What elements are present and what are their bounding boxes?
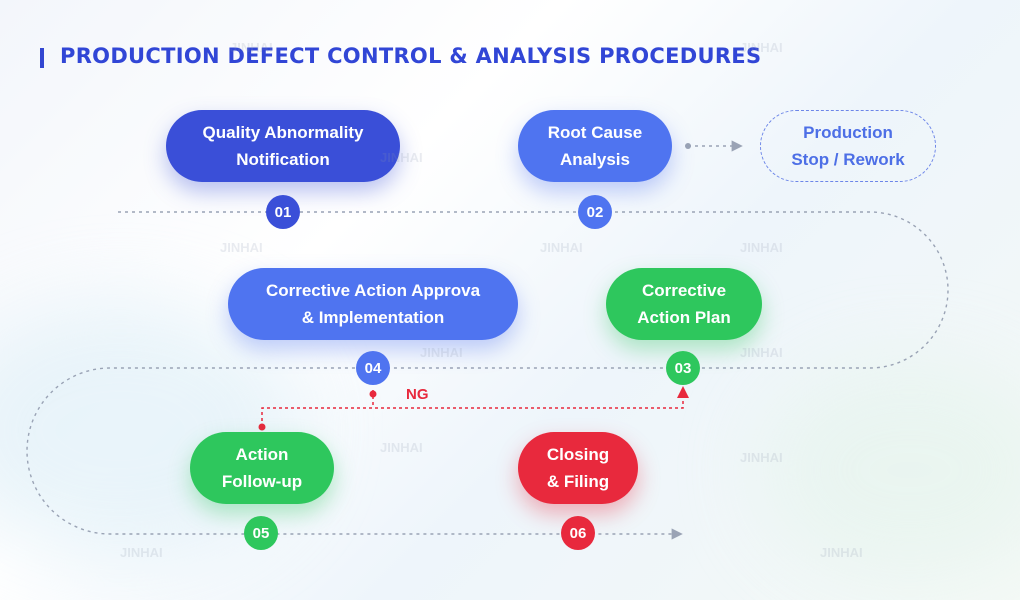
production-stop-line2: Stop / Rework [791,150,905,169]
watermark: JINHAI [220,240,263,255]
step-06-box: Closing & Filing [518,432,638,504]
watermark: JINHAI [120,545,163,560]
step-03-line2: Action Plan [637,308,731,327]
step-06-line1: Closing [546,445,610,464]
ng-dot-bottom [258,423,266,431]
step-04-line1: Corrective Action Approva [265,281,481,300]
step-03-badge: 03 [666,351,700,385]
step-04-line2: & Implementation [301,308,445,327]
step-04-badge: 04 [356,351,390,385]
production-stop-line1: Production [803,123,893,142]
watermark: JINHAI [740,450,783,465]
watermark: JINHAI [740,240,783,255]
page-title: PRODUCTION DEFECT CONTROL & ANALYSIS PRO… [60,44,762,68]
watermark: JINHAI [740,40,783,55]
watermark: JINHAI [380,440,423,455]
step-01-line1: Quality Abnormality [202,123,364,142]
step-05-line1: Action [235,445,289,464]
step-05-line2: Follow-up [221,472,303,491]
watermark: JINHAI [540,240,583,255]
watermark: JINHAI [380,150,423,165]
step-01-line2: Notification [236,150,330,169]
watermark: JINHAI [820,545,863,560]
ng-dot-top [369,390,377,398]
step-03-line1: Corrective [641,281,727,300]
step-02-line1: Root Cause [547,123,643,142]
step-05-badge: 05 [244,516,278,550]
ng-label: NG [406,386,429,403]
step-06-badge: 06 [561,516,595,550]
step-01-badge: 01 [266,195,300,229]
watermark: JINHAI [740,345,783,360]
watermark: JINHAI [420,345,463,360]
flow-path [26,211,949,540]
rework-connector-dot [685,143,691,149]
step-04-box: Corrective Action Approva & Implementatio… [228,268,518,340]
step-06-line2: & Filing [546,472,610,491]
step-02-line2: Analysis [560,150,630,169]
watermark: JINHAI [230,40,273,55]
title-accent-bar [40,48,44,68]
step-02-badge: 02 [578,195,612,229]
ng-loop [261,390,683,427]
